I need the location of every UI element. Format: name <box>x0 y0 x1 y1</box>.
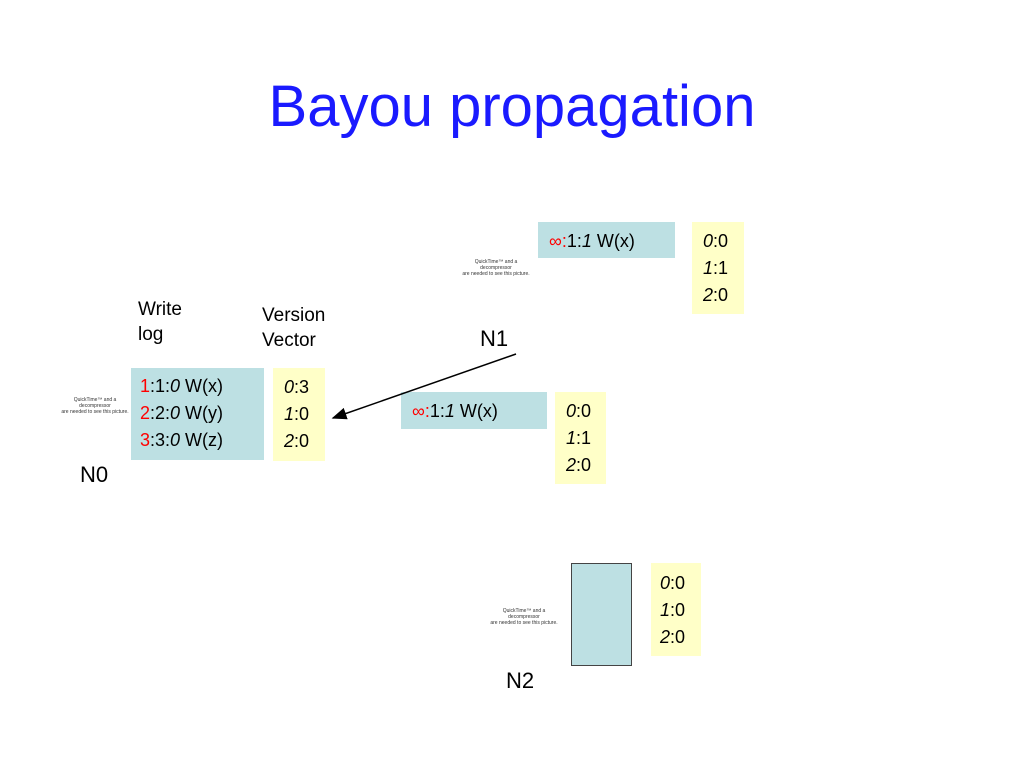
entry-sep: 1: <box>566 231 582 251</box>
accept-stamp: 1 <box>140 376 151 396</box>
qt-line-2: decompressor <box>508 614 540 620</box>
server-id: 1 <box>581 231 592 251</box>
propagation-arrow <box>331 353 517 420</box>
vv-value: :0 <box>713 231 729 251</box>
accept-stamp: ∞ <box>549 231 562 251</box>
vv-key: 1 <box>284 404 295 424</box>
n1-write-log: ∞:1:1 W(x) <box>538 222 675 258</box>
n0-log-entry-1: 1:1:0 W(x) <box>140 373 264 400</box>
qt-line-1: QuickTime™ and a <box>502 608 546 614</box>
n2-quicktime-placeholder: QuickTime™ and a decompressor are needed… <box>478 608 570 626</box>
version-vector-header: Version Vector <box>262 303 325 353</box>
vv-value: :0 <box>294 404 310 424</box>
server-id: 0 <box>170 376 181 396</box>
vv-entry: 2:0 <box>660 624 701 651</box>
propagated-version-vector: 0:0 1:1 2:0 <box>555 392 606 484</box>
entry-sep: :3: <box>150 430 171 450</box>
vv-entry: 0:0 <box>660 570 701 597</box>
vv-entry: 2:0 <box>703 282 744 309</box>
n0-version-vector: 0:3 1:0 2:0 <box>273 368 325 461</box>
vv-value: :0 <box>576 401 592 421</box>
vv-entry: 2:0 <box>284 428 325 455</box>
qt-line-1: QuickTime™ and a <box>474 259 518 265</box>
n0-label: N0 <box>80 462 109 487</box>
vv-key: 1 <box>703 258 714 278</box>
write-op: W(z) <box>180 430 224 450</box>
qt-line-2: decompressor <box>79 403 111 409</box>
vv-entry: 1:0 <box>284 401 325 428</box>
vv-entry: 0:3 <box>284 374 325 401</box>
vv-key: 2 <box>284 431 295 451</box>
n0-log-entry-2: 2:2:0 W(y) <box>140 400 264 427</box>
vv-value: :0 <box>576 455 592 475</box>
qt-line-2: decompressor <box>480 265 512 271</box>
vv-key: 0 <box>660 573 671 593</box>
n0-log-entry-3: 3:3:0 W(z) <box>140 427 264 454</box>
vv-key: 2 <box>703 285 714 305</box>
vv-value: :0 <box>713 285 729 305</box>
qt-line-1: QuickTime™ and a <box>73 397 117 403</box>
vv-entry: 2:0 <box>566 452 606 479</box>
write-log-header: Write log <box>138 297 182 347</box>
accept-stamp: 2 <box>140 403 151 423</box>
vv-entry: 1:1 <box>566 425 606 452</box>
n2-label: N2 <box>506 668 535 693</box>
write-log-header-line-2: log <box>138 324 164 345</box>
entry-sep: :1: <box>150 376 171 396</box>
vv-value: :0 <box>670 600 686 620</box>
entry-sep: :2: <box>150 403 171 423</box>
version-vector-header-line-1: Version <box>262 305 326 326</box>
vv-key: 0 <box>703 231 714 251</box>
vv-value: :0 <box>670 573 686 593</box>
vv-key: 2 <box>660 627 671 647</box>
qt-line-3: are needed to see this picture. <box>61 409 129 415</box>
qt-line-3: are needed to see this picture. <box>490 620 558 626</box>
vv-value: :1 <box>713 258 729 278</box>
accept-stamp: ∞ <box>412 401 425 421</box>
vv-key: 2 <box>566 455 577 475</box>
qt-line-3: are needed to see this picture. <box>462 271 530 277</box>
server-id: 0 <box>170 403 181 423</box>
vv-entry: 1:0 <box>660 597 701 624</box>
n0-write-log: 1:1:0 W(x) 2:2:0 W(y) 3:3:0 W(z) <box>131 368 264 460</box>
vv-key: 1 <box>566 428 577 448</box>
propagated-log-entry-1: ∞:1:1 W(x) <box>412 401 498 421</box>
vv-value: :0 <box>294 431 310 451</box>
propagated-write-log: ∞:1:1 W(x) <box>401 392 547 429</box>
n1-log-entry-1: ∞:1:1 W(x) <box>549 231 635 251</box>
vv-entry: 1:1 <box>703 255 744 282</box>
n2-write-log <box>571 563 632 666</box>
vv-key: 0 <box>566 401 577 421</box>
n2-version-vector: 0:0 1:0 2:0 <box>651 563 701 656</box>
vv-key: 0 <box>284 377 295 397</box>
server-id: 1 <box>444 401 455 421</box>
n1-quicktime-placeholder: QuickTime™ and a decompressor are needed… <box>450 259 542 277</box>
vv-entry: 0:0 <box>703 228 744 255</box>
server-id: 0 <box>170 430 181 450</box>
vv-key: 1 <box>660 600 671 620</box>
n1-version-vector: 0:0 1:1 2:0 <box>692 222 744 314</box>
vv-value: :1 <box>576 428 592 448</box>
accept-stamp: 3 <box>140 430 151 450</box>
vv-value: :3 <box>294 377 310 397</box>
version-vector-header-line-2: Vector <box>262 330 316 351</box>
n0-quicktime-placeholder: QuickTime™ and a decompressor are needed… <box>50 397 140 415</box>
write-op: W(x) <box>180 376 224 396</box>
vv-entry: 0:0 <box>566 398 606 425</box>
entry-sep: 1: <box>429 401 445 421</box>
write-op: W(x) <box>454 401 498 421</box>
write-log-header-line-1: Write <box>138 299 182 320</box>
slide-title: Bayou propagation <box>268 74 756 139</box>
vv-value: :0 <box>670 627 686 647</box>
write-op: W(x) <box>591 231 635 251</box>
n1-label: N1 <box>480 326 509 351</box>
write-op: W(y) <box>180 403 224 423</box>
